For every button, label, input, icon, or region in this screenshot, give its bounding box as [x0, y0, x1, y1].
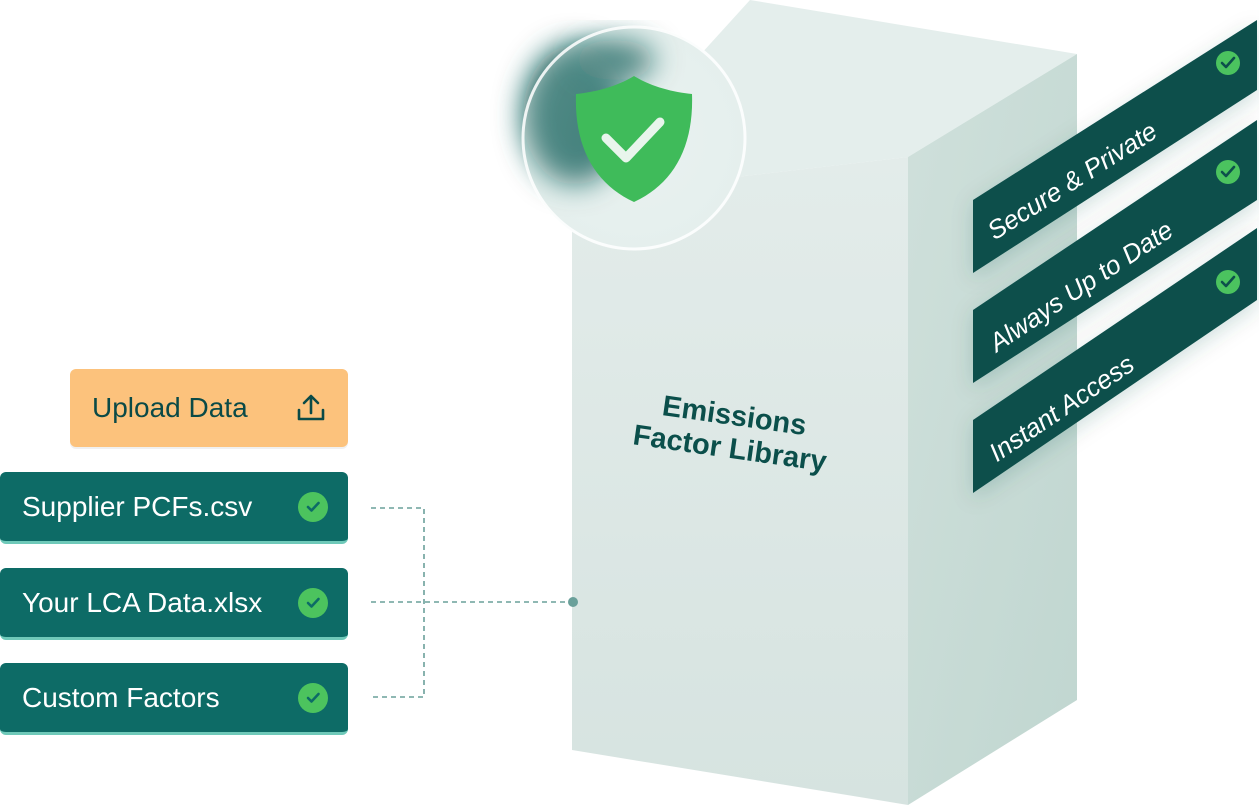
feature-tag-3 — [973, 228, 1257, 493]
feature-tag-2 — [973, 120, 1257, 383]
connector-row1 — [371, 507, 425, 698]
check-circle-icon — [298, 491, 328, 522]
upload-icon — [297, 394, 325, 421]
connector-lines — [371, 507, 572, 698]
check-circle-icon — [298, 587, 328, 618]
file-row-lca-data[interactable]: Your LCA Data.xlsx — [0, 568, 348, 640]
box-front-face — [572, 157, 908, 805]
upload-data-button[interactable]: Upload Data — [70, 369, 348, 447]
file-label: Your LCA Data.xlsx — [22, 586, 263, 618]
feature-tag-1 — [973, 20, 1257, 273]
file-label: Supplier PCFs.csv — [22, 490, 253, 522]
file-row-supplier-pcfs[interactable]: Supplier PCFs.csv — [0, 472, 348, 544]
shield-badge — [521, 25, 747, 251]
shield-check-icon — [575, 76, 693, 202]
connector-dot — [568, 597, 578, 607]
file-label: Custom Factors — [22, 681, 220, 713]
file-row-custom-factors[interactable]: Custom Factors — [0, 663, 348, 735]
check-circle-icon — [298, 682, 328, 713]
upload-data-label: Upload Data — [92, 392, 248, 423]
